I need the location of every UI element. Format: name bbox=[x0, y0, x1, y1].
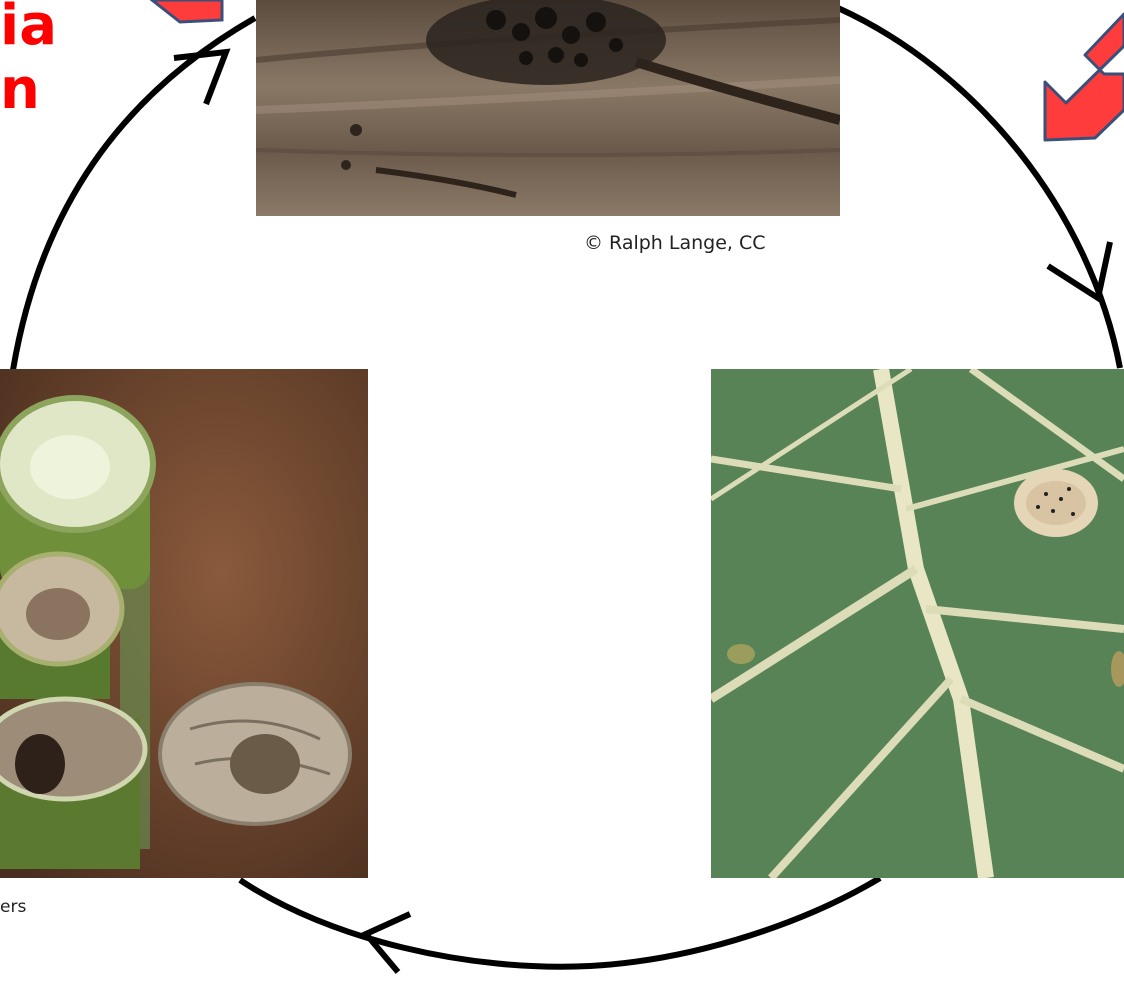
pointer-arrow-top-right-icon bbox=[1045, 14, 1124, 140]
title-line-2: n bbox=[0, 62, 40, 118]
title-line-1: ia bbox=[0, 0, 57, 54]
photo-credit-caption: © Ralph Lange, CC bbox=[584, 232, 766, 254]
photo-leaf-lesion bbox=[711, 369, 1124, 878]
photo-wood-fruiting-bodies bbox=[256, 0, 840, 216]
photo-credit-caption-left: ers bbox=[0, 897, 26, 917]
pointer-arrow-top-left-icon bbox=[152, 0, 222, 22]
arrowhead-top-left-icon bbox=[174, 52, 226, 104]
photo-cut-stems bbox=[0, 369, 368, 878]
cycle-arc-right bbox=[838, 8, 1120, 368]
cycle-arc-bottom bbox=[240, 878, 880, 967]
